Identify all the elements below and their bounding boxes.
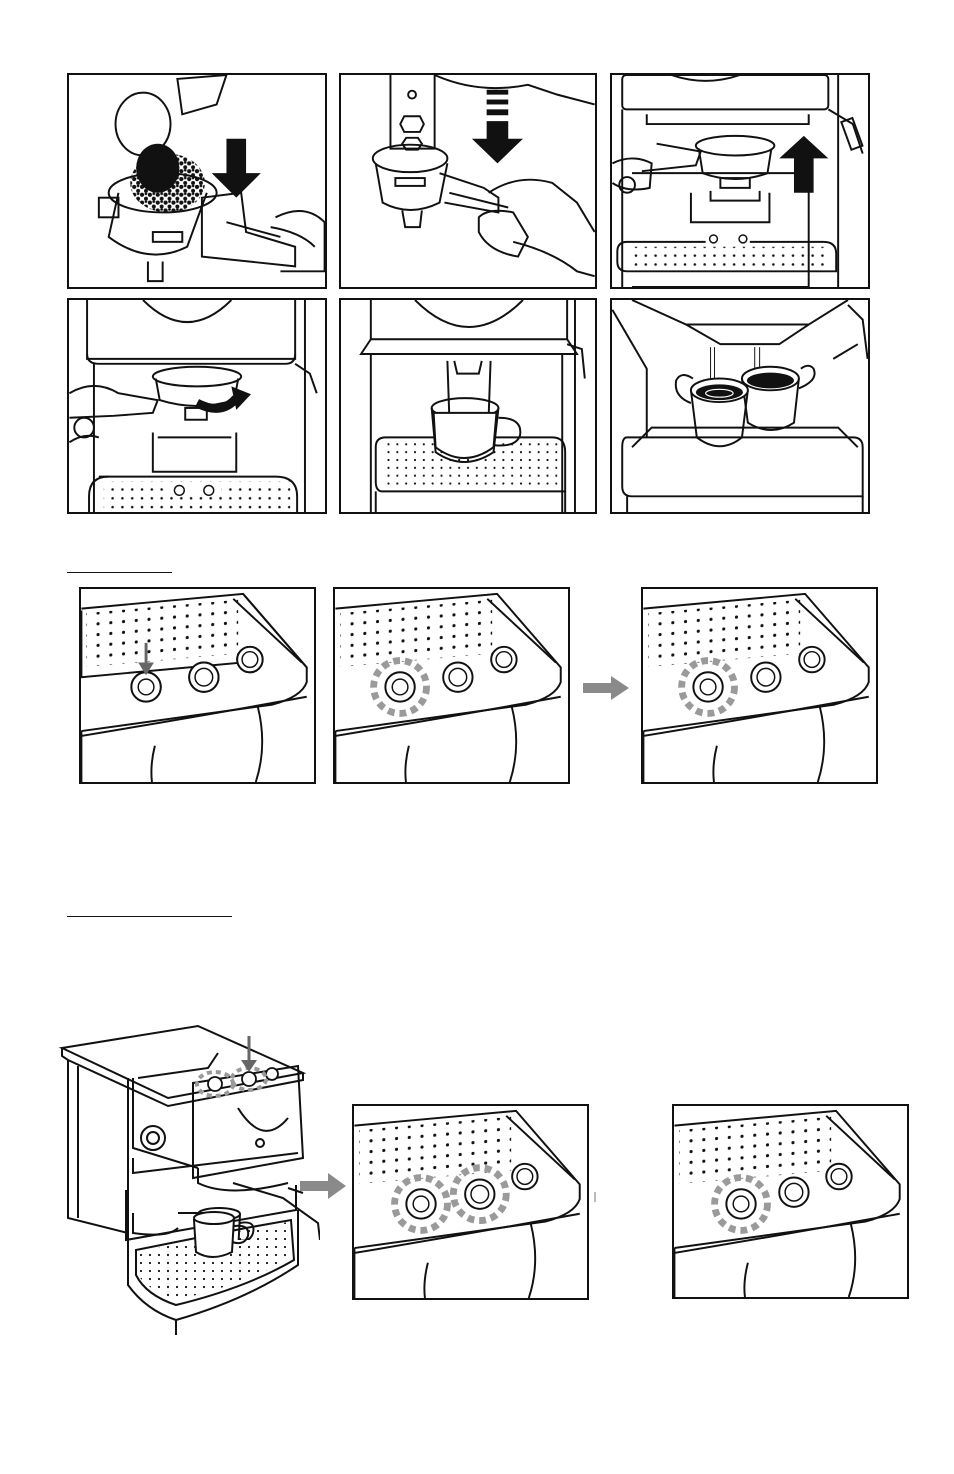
insert-holder-illustration	[612, 75, 868, 287]
coffee-cups-illustration	[612, 300, 868, 512]
fill-filter-illustration	[69, 75, 325, 287]
step-panel-coffee-cups	[610, 298, 870, 514]
single-press-illustration	[81, 589, 314, 782]
lock-holder-illustration	[69, 300, 325, 512]
single-blink-illustration	[335, 589, 568, 782]
arrow-right-icon-2	[300, 1173, 346, 1199]
arrow-down-icon	[212, 139, 261, 198]
step-panel-tamp	[339, 73, 597, 289]
double-final-panel	[672, 1104, 909, 1299]
double-blink-illustration	[354, 1106, 587, 1298]
step-panel-place-cup	[339, 298, 597, 514]
section-heading-underline-2	[67, 916, 232, 917]
arrow-right-icon	[583, 676, 629, 700]
section-heading-underline	[67, 572, 172, 573]
arrow-curved-right-icon	[197, 398, 236, 408]
single-press-panel	[79, 587, 316, 784]
divider-mark	[594, 1192, 596, 1202]
step-panel-fill-filter	[67, 73, 327, 289]
arrow-up-icon	[779, 136, 828, 193]
place-cup-illustration	[341, 300, 595, 512]
drip-tray-illustration	[66, 1180, 306, 1340]
single-blink-illustration-2	[643, 589, 876, 782]
single-blink-panel-1	[333, 587, 570, 784]
tamp-illustration	[341, 75, 595, 287]
arrow-down-dashed-icon	[472, 121, 523, 163]
single-blink-panel-2	[641, 587, 878, 784]
step-panel-lock-holder	[67, 298, 327, 514]
step-panel-insert-holder	[610, 73, 870, 289]
single-blink-illustration-3	[674, 1106, 907, 1297]
double-blink-panel	[352, 1104, 589, 1300]
